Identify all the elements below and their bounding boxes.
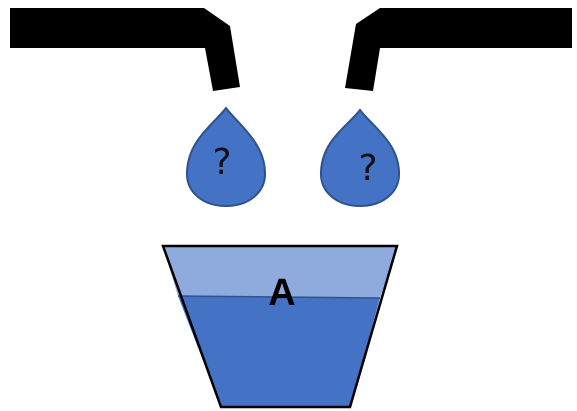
container-liquid-main — [178, 296, 380, 407]
right-drop-shape — [319, 108, 401, 208]
left-drop: ? — [185, 106, 267, 208]
container-outline — [161, 244, 399, 409]
left-pipe — [10, 8, 240, 91]
container-label: A — [268, 272, 295, 314]
right-drop: ? — [319, 108, 401, 208]
right-drop-label: ? — [358, 148, 377, 189]
left-drop-shape — [185, 106, 267, 208]
container-liquid-top — [163, 246, 397, 298]
container: A — [161, 244, 399, 409]
left-drop-label: ? — [212, 142, 231, 183]
liquid-surface-line — [177, 295, 381, 299]
right-pipe — [345, 8, 572, 91]
